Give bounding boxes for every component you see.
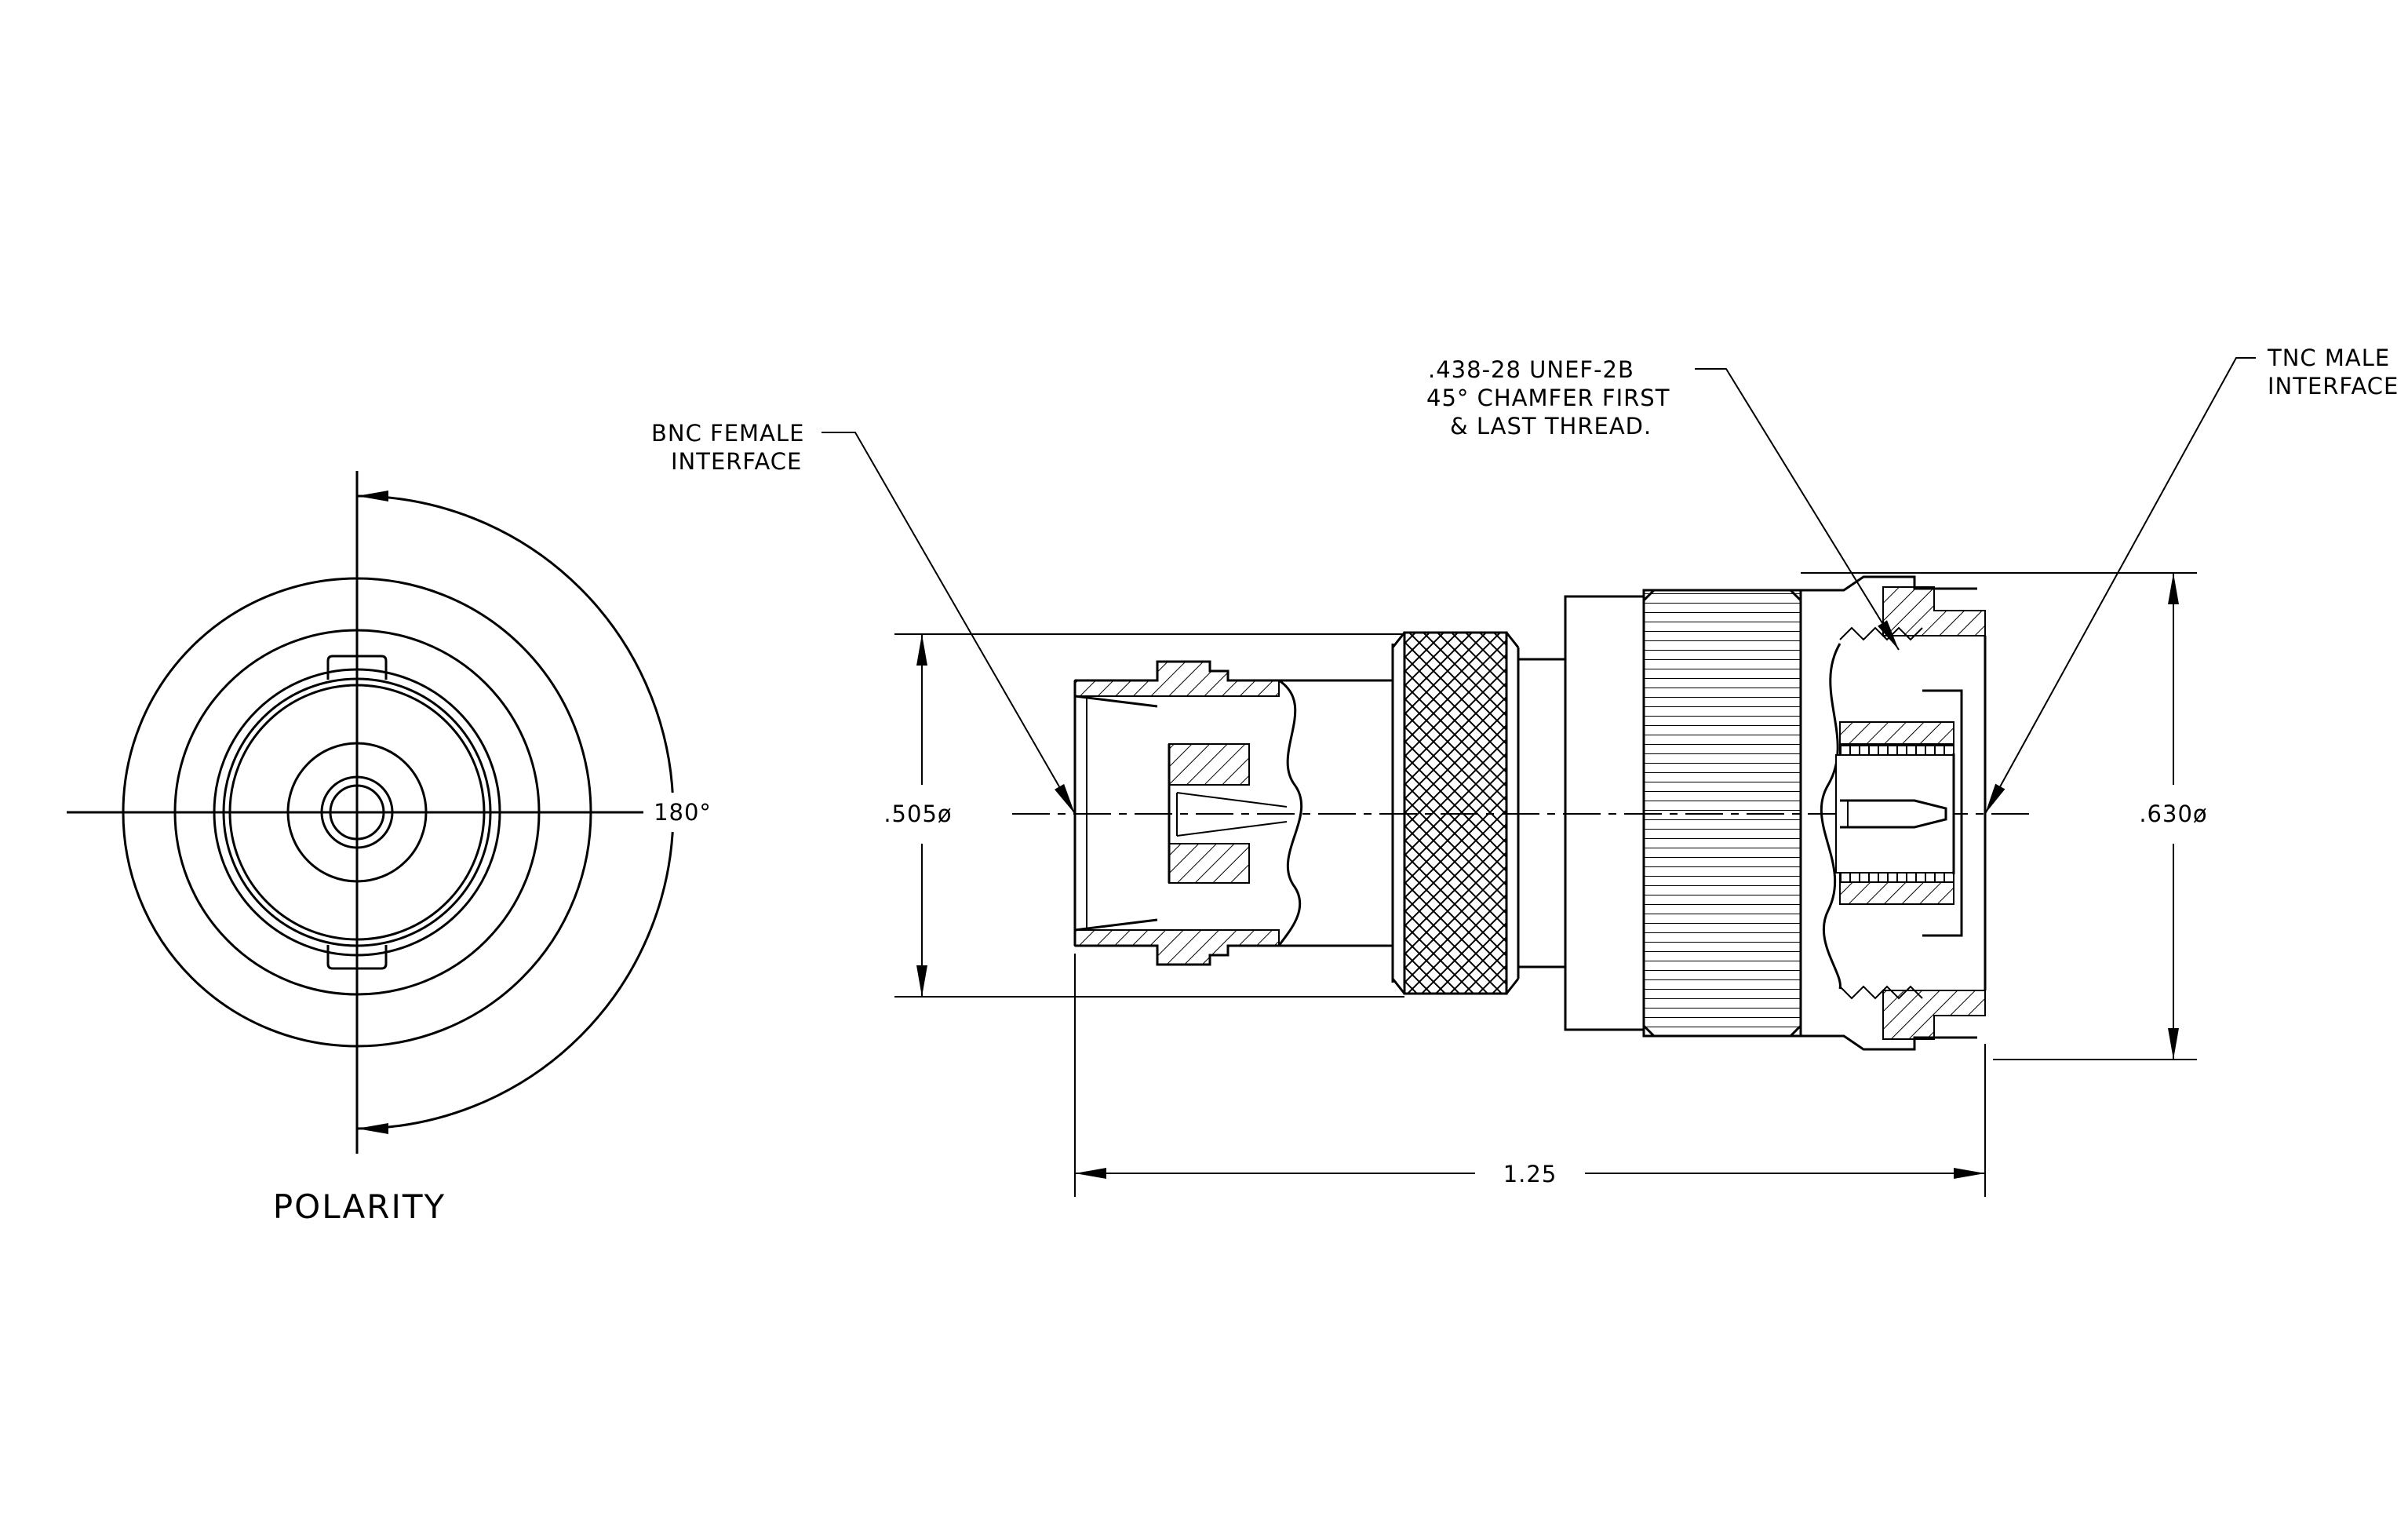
thread-callout-line1: .438-28 UNEF-2B: [1428, 356, 1634, 383]
tnc-callout-line2: INTERFACE: [2268, 373, 2399, 399]
dimension-lines: [894, 572, 2197, 1197]
bnc-callout-line2: INTERFACE: [671, 448, 802, 475]
diameter-630-label: .630ø: [2139, 801, 2207, 827]
diameter-505-label: .505ø: [883, 801, 952, 827]
connector-section-view: [1012, 575, 2032, 1051]
polarity-end-view: [67, 471, 675, 1154]
angle-label: 180°: [654, 799, 712, 826]
bnc-callout-line1: BNC FEMALE: [651, 420, 804, 447]
tnc-callout-line1: TNC MALE: [2267, 345, 2390, 371]
thread-callout-line2: 45° CHAMFER FIRST: [1426, 385, 1670, 411]
thread-callout-line3: & LAST THREAD.: [1450, 413, 1652, 440]
leaders: [821, 357, 2256, 815]
length-label: 1.25: [1503, 1161, 1557, 1187]
polarity-title: POLARITY: [273, 1187, 446, 1226]
